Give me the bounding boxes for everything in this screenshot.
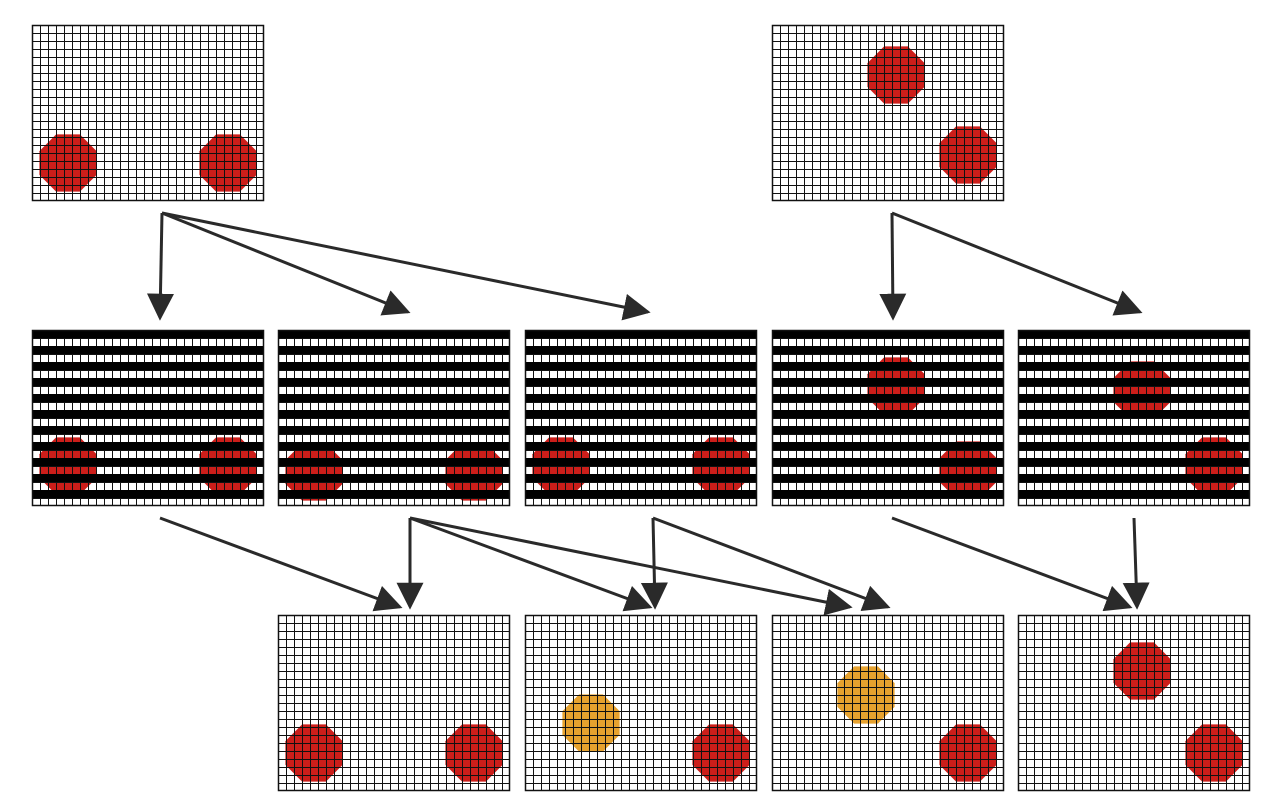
panel-mid-4 bbox=[771, 329, 1005, 507]
panel-source-a bbox=[31, 24, 265, 202]
panel-grid bbox=[525, 615, 757, 791]
arrow-source-b-to-mid-5 bbox=[891, 211, 1143, 316]
arrow-source-a-to-mid-3 bbox=[161, 211, 651, 321]
panel-mid-2 bbox=[277, 329, 511, 507]
panel-stripes bbox=[32, 330, 264, 498]
arrows-layer bbox=[146, 211, 1150, 616]
octagon-disc-icon bbox=[445, 443, 503, 501]
panel-border bbox=[31, 24, 265, 202]
panel-stripes bbox=[1018, 330, 1250, 498]
panel-border bbox=[277, 614, 511, 792]
panel-border bbox=[1017, 614, 1251, 792]
octagon-disc-icon bbox=[939, 441, 997, 499]
arrow-source-a-to-mid-2 bbox=[161, 211, 411, 316]
panel-stripes bbox=[525, 330, 757, 498]
panel-grid bbox=[772, 25, 1004, 201]
arrow-source-b-to-mid-4 bbox=[879, 212, 907, 321]
octagon-disc-icon bbox=[1113, 361, 1171, 419]
panel-border bbox=[1017, 329, 1251, 507]
panel-out-1 bbox=[277, 614, 511, 792]
panel-border bbox=[771, 329, 1005, 507]
arrow-mid-2-to-out-2 bbox=[409, 516, 653, 612]
panel-grid bbox=[278, 615, 510, 791]
arrow-mid-2-to-out-3 bbox=[409, 516, 853, 616]
panel-out-2 bbox=[524, 614, 758, 792]
panel-mid-1 bbox=[31, 329, 265, 507]
panel-border bbox=[31, 329, 265, 507]
panel-border bbox=[524, 329, 758, 507]
arrow-mid-5-to-out-4 bbox=[1122, 517, 1150, 610]
panel-stripes bbox=[278, 330, 510, 498]
panel-source-b bbox=[771, 24, 1005, 202]
panel-border bbox=[277, 329, 511, 507]
arrow-mid-3-to-out-3 bbox=[652, 516, 891, 612]
panel-stripes bbox=[772, 330, 1004, 498]
panel-out-4 bbox=[1017, 614, 1251, 792]
panel-mid-3 bbox=[524, 329, 758, 507]
panel-out-3 bbox=[771, 614, 1005, 792]
octagon-disc-icon bbox=[285, 443, 343, 501]
panel-border bbox=[524, 614, 758, 792]
arrow-mid-1-to-out-1 bbox=[159, 516, 403, 612]
arrow-mid-4-to-out-4 bbox=[891, 516, 1133, 612]
panels-layer bbox=[31, 24, 1251, 792]
arrow-mid-3-to-out-2 bbox=[640, 517, 668, 610]
panel-mid-5 bbox=[1017, 329, 1251, 507]
panel-grid bbox=[772, 615, 1004, 791]
panel-border bbox=[771, 614, 1005, 792]
panel-grid bbox=[1018, 615, 1250, 791]
arrow-source-a-to-mid-1 bbox=[146, 212, 174, 321]
panel-grid bbox=[32, 25, 264, 201]
panel-border bbox=[771, 24, 1005, 202]
